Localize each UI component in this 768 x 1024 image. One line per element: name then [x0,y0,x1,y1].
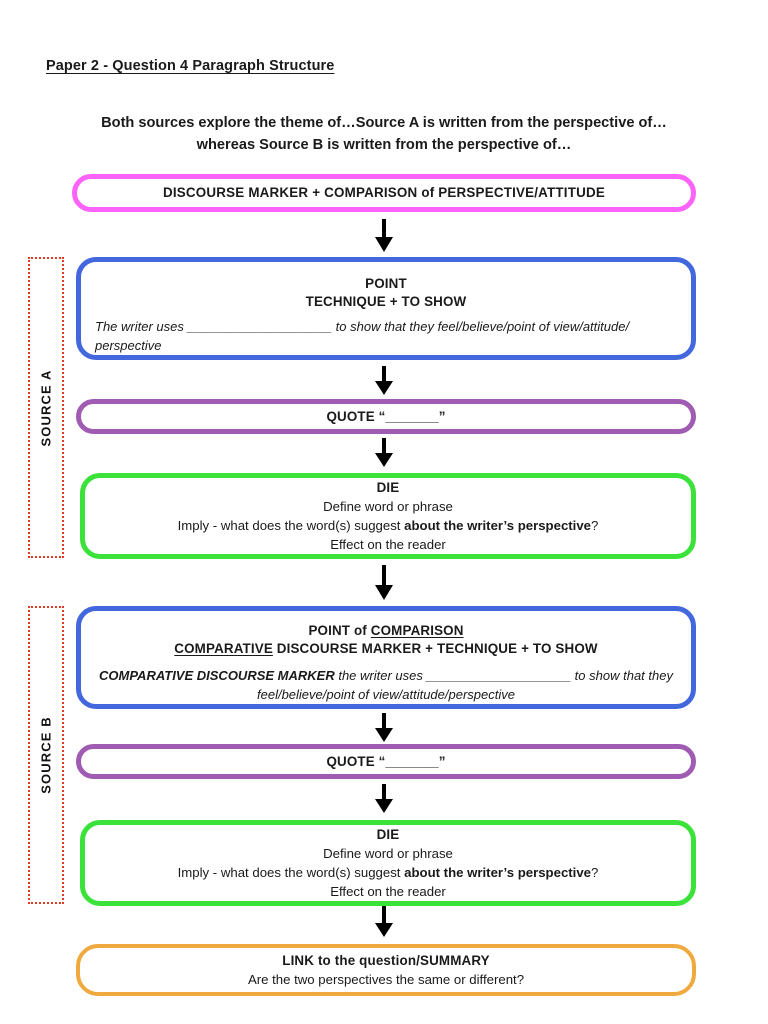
die-b-line-2: Imply - what does the word(s) suggest ab… [178,863,599,882]
die-a-line-2: Imply - what does the word(s) suggest ab… [178,516,599,535]
source-b-label: SOURCE B [38,716,54,794]
point-b-header-comparison: COMPARISON [370,623,464,638]
quote-a-header: QUOTE “_______” [326,408,446,424]
arrow-down-icon [373,366,395,396]
point-b-box: POINT of COMPARISON COMPARATIVE DISCOURS… [76,606,696,709]
arrow-down-icon [373,219,395,253]
quote-b-header: QUOTE “_______” [326,753,446,769]
die-b-line-1: Define word or phrase [323,845,453,861]
die-a-line-2-suffix: ? [591,517,599,533]
die-a-line-1: Define word or phrase [323,498,453,514]
arrow-down-icon [373,565,395,601]
die-a-box: DIE Define word or phrase Imply - what d… [80,473,696,559]
source-b-bracket: SOURCE B [28,606,64,904]
die-b-line-2-bold: about the writer’s perspective [404,864,592,880]
source-a-bracket: SOURCE A [28,257,64,558]
point-b-body: COMPARATIVE DISCOURSE MARKER the writer … [81,666,691,704]
page-title: Paper 2 - Question 4 Paragraph Structure [46,58,335,74]
arrow-down-icon [373,438,395,468]
quote-b-box: QUOTE “_______” [76,744,696,779]
die-b-line-2-suffix: ? [591,864,599,880]
point-a-body: The writer uses ____________________ to … [95,319,630,353]
arrow-down-icon [373,713,395,743]
point-a-box: POINT TECHNIQUE + TO SHOW The writer use… [76,257,696,360]
point-b-header-prefix: POINT of [308,623,371,638]
die-b-header: DIE [376,826,400,842]
point-b-header-rest: DISCOURSE MARKER + TECHNIQUE + TO SHOW [272,641,598,656]
arrow-down-icon [373,906,395,938]
point-a-header-line-2: TECHNIQUE + TO SHOW [305,294,467,309]
die-b-box: DIE Define word or phrase Imply - what d… [80,820,696,906]
die-a-line-3: Effect on the reader [330,536,446,552]
die-b-line-3: Effect on the reader [330,883,446,899]
die-b-line-2-prefix: Imply - what does the word(s) suggest [177,864,405,880]
point-b-header-comparative: COMPARATIVE [174,641,273,656]
discourse-marker-box: DISCOURSE MARKER + COMPARISON of PERSPEC… [72,174,696,212]
intro-line-2: whereas Source B is written from the per… [196,137,572,153]
die-a-line-2-prefix: Imply - what does the word(s) suggest [177,517,405,533]
point-b-body-emphasis: COMPARATIVE DISCOURSE MARKER [99,668,335,683]
intro-line-1: Both sources explore the theme of…Source… [101,115,667,131]
point-b-body-rest: the writer uses ____________________ to … [257,668,673,702]
discourse-marker-header: DISCOURSE MARKER + COMPARISON of PERSPEC… [163,185,605,200]
link-summary-box: LINK to the question/SUMMARY Are the two… [76,944,696,996]
link-header: LINK to the question/SUMMARY [282,952,490,968]
point-b-header-line-2: COMPARATIVE DISCOURSE MARKER + TECHNIQUE… [174,640,597,658]
die-a-header: DIE [376,479,400,495]
point-a-header-line-1: POINT [365,276,407,291]
source-a-label: SOURCE A [38,369,54,446]
die-a-line-2-bold: about the writer’s perspective [404,517,592,533]
quote-a-box: QUOTE “_______” [76,399,696,434]
point-b-header-line-1: POINT of COMPARISON [308,622,463,640]
intro-text: Both sources explore the theme of…Source… [58,112,710,156]
arrow-down-icon [373,784,395,814]
link-subtext: Are the two perspectives the same or dif… [247,971,525,987]
